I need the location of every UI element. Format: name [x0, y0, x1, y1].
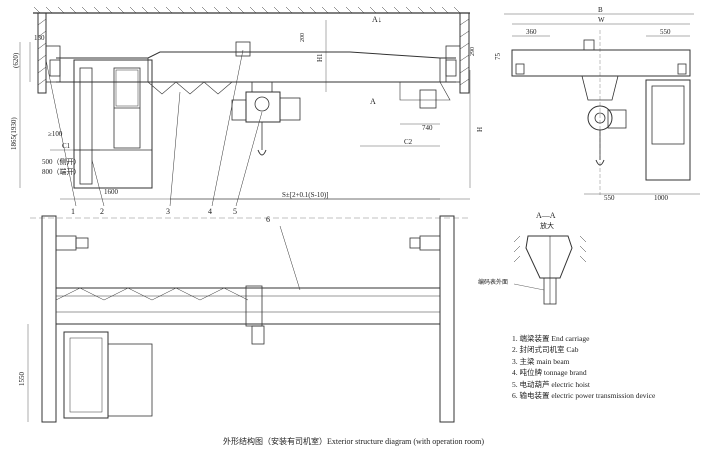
dim-1000: 1000 — [654, 194, 669, 202]
dim-500: 500（侧开） — [42, 157, 81, 166]
dim-740: 740 — [422, 124, 433, 132]
legend-item: 3. 主梁 main beam — [512, 356, 570, 366]
dim-75: 75 — [494, 53, 502, 61]
dim-360: 360 — [526, 28, 537, 36]
dim-1600: 1600 — [104, 188, 119, 196]
legend-item: 5. 电动葫芦 electric hoist — [512, 379, 590, 389]
section-aa: A—A 放大 编码表外面 — [478, 211, 587, 305]
section-marker-side: A — [370, 97, 376, 106]
section-marker-top: A↓ — [372, 15, 382, 24]
callout-5: 5 — [233, 207, 237, 216]
span-dimension: S±[2+0.1(S-10)] — [282, 191, 328, 199]
dim-h: H — [476, 127, 484, 132]
dim-c1: C1 — [62, 142, 71, 150]
legend-item: 2. 封闭式司机室 Cab — [512, 345, 579, 355]
legend: 1. 端梁装置 End carriage 2. 封闭式司机室 Cab 3. 主梁… — [512, 333, 655, 401]
callout-4: 4 — [208, 207, 212, 216]
dim-h1: H1 — [316, 53, 324, 62]
dim-290: 290 — [470, 47, 476, 56]
end-view: B W 360 550 75 550 1000 — [494, 6, 700, 202]
plan-view: 1550 — [18, 215, 470, 423]
dim-200: 200 — [300, 33, 306, 42]
callout-3: 3 — [166, 207, 170, 216]
figure-caption: 外形结构图（安装有司机室）Exterior structure diagram … — [222, 437, 485, 446]
legend-item: 1. 端梁装置 End carriage — [512, 334, 590, 343]
section-aa-title: A—A — [536, 211, 556, 220]
side-view: S±[2+0.1(S-10)] 1600 C1 500（侧开） 800（端开） … — [10, 6, 484, 224]
section-aa-note: 编码表外面 — [478, 278, 508, 286]
dim-c2: C2 — [404, 138, 413, 146]
callout-1: 1 — [71, 207, 75, 216]
dim-1865: 1865(1930) — [10, 117, 18, 150]
dim-550-top: 550 — [660, 28, 671, 36]
callout-2: 2 — [100, 207, 104, 216]
dim-1550: 1550 — [18, 372, 26, 387]
legend-item: 4. 吨位牌 tonnage brand — [512, 368, 587, 378]
legend-item: 6. 输电装置 electric power transmission devi… — [512, 391, 656, 401]
dim-b: B — [598, 6, 603, 14]
dim-550: 550 — [604, 194, 615, 202]
dim-w: W — [598, 16, 605, 24]
callout-6: 6 — [266, 215, 270, 224]
dim-620: (620) — [12, 52, 20, 68]
dim-130: 130 — [34, 34, 45, 42]
dim-800: 800（端开） — [42, 167, 81, 176]
dim-100: ≥100 — [48, 130, 63, 138]
section-aa-zoom: 放大 — [540, 221, 554, 230]
